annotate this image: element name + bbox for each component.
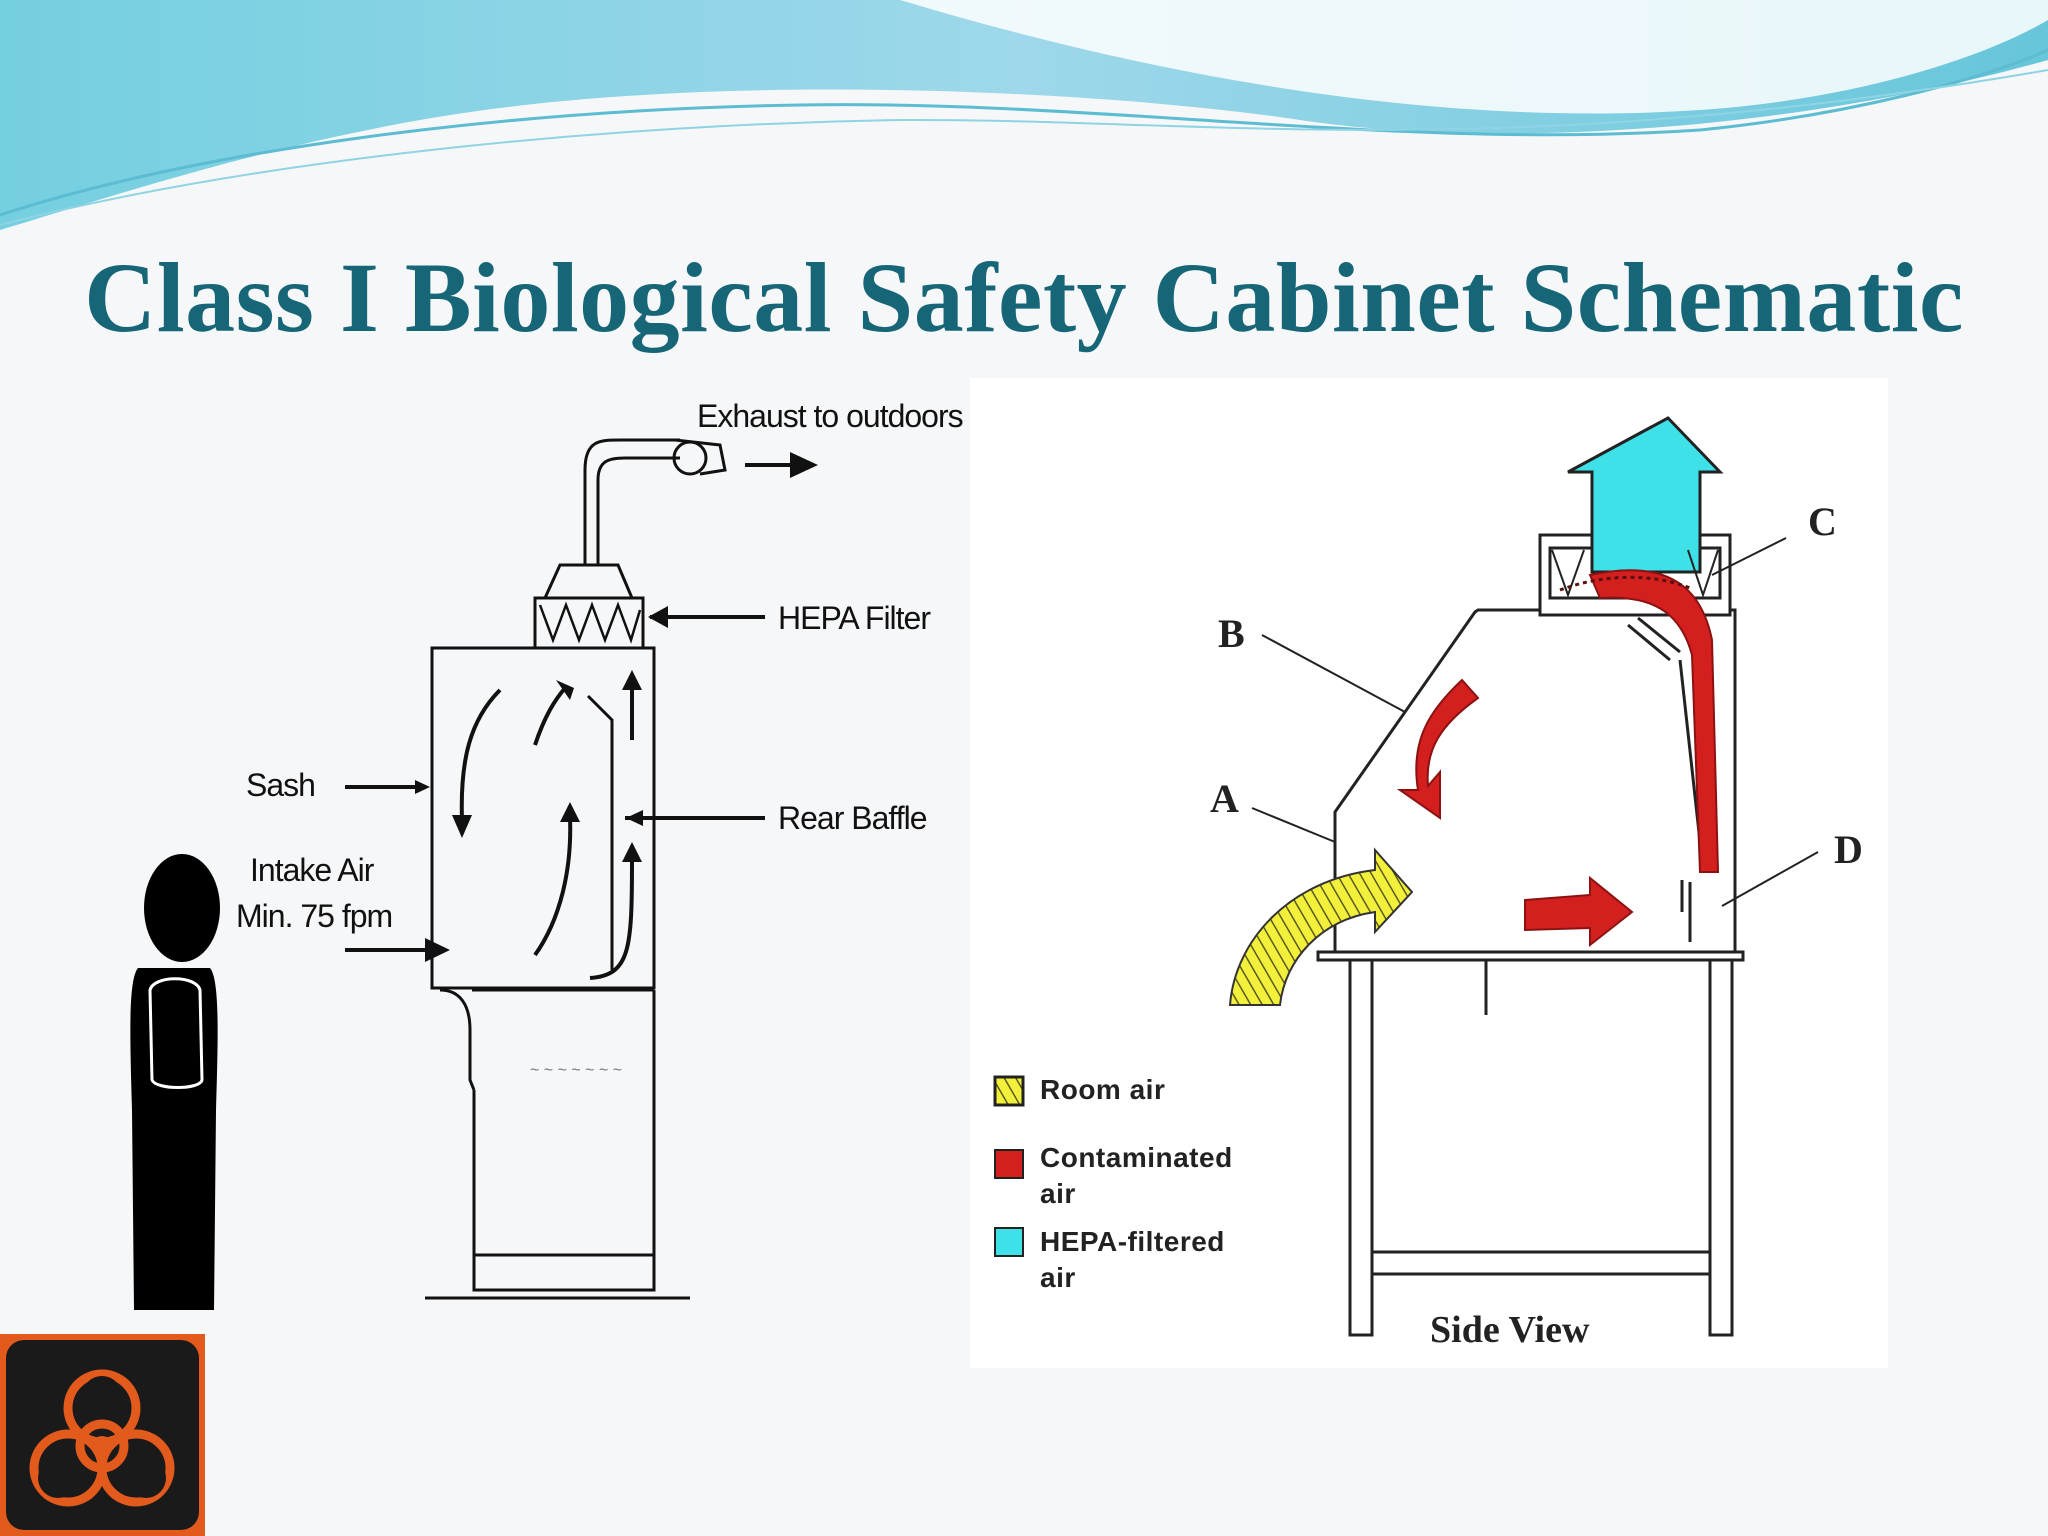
legend-contaminated-2: air <box>1040 1178 1076 1209</box>
label-hepa-filter: HEPA Filter <box>778 600 931 636</box>
room-air-arrow <box>1228 847 1414 1006</box>
label-intake-2: Min. 75 fpm <box>236 898 393 934</box>
legend-hepa-2: air <box>1040 1262 1076 1293</box>
arrow-heads <box>415 452 818 962</box>
contaminated-air-arrows <box>1396 569 1720 948</box>
legend-hepa-1: HEPA-filtered <box>1040 1226 1225 1257</box>
point-c-label: C <box>1808 499 1837 544</box>
label-exhaust: Exhaust to outdoors <box>697 398 964 434</box>
point-b-label: B <box>1218 611 1245 656</box>
point-a-label: A <box>1210 776 1239 821</box>
callout-lines <box>1251 537 1819 907</box>
point-d-label: D <box>1834 827 1863 872</box>
airflow-arrows <box>345 463 800 980</box>
legend-swatches <box>993 1075 1025 1257</box>
label-intake-1: Intake Air <box>250 852 374 888</box>
label-sash: Sash <box>246 767 316 803</box>
legend-room-air: Room air <box>1040 1074 1166 1105</box>
side-view-caption: Side View <box>1430 1309 1590 1351</box>
label-rear-baffle: Rear Baffle <box>778 800 927 836</box>
cabinet-outline <box>425 438 727 1300</box>
header-wave <box>0 0 2048 230</box>
person-silhouette-icon <box>130 854 220 1310</box>
slide-title: Class I Biological Safety Cabinet Schema… <box>84 242 1964 353</box>
svg-text:~ ~ ~ ~ ~ ~ ~: ~ ~ ~ ~ ~ ~ ~ <box>530 1062 622 1079</box>
legend-contaminated-1: Contaminated <box>1040 1142 1233 1173</box>
side-cabinet-outline <box>1316 533 1745 1337</box>
